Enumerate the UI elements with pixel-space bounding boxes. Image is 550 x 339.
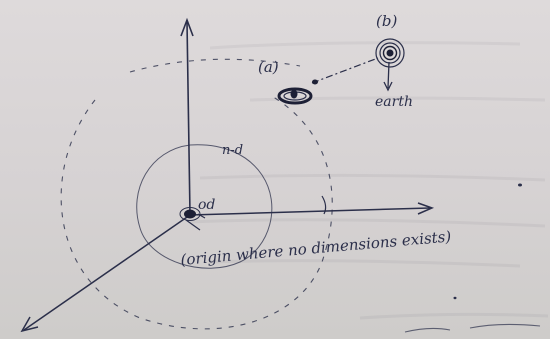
outer-dashed-circle <box>60 94 333 330</box>
label-earth: earth <box>375 94 413 110</box>
bleed-through-texture <box>189 41 549 320</box>
stray-marks <box>453 183 522 300</box>
point-a <box>277 87 313 105</box>
connector-line <box>311 57 379 84</box>
bottom-edge-scribble <box>404 323 541 333</box>
x-axis-line <box>189 207 431 216</box>
inner-circle <box>136 144 273 269</box>
connector-dot <box>312 79 318 85</box>
y-axis-line <box>186 21 191 216</box>
z-axis-line <box>23 214 191 331</box>
origin-point <box>179 207 206 231</box>
x-axis-tick <box>321 195 327 215</box>
x-axis-arrowhead <box>417 202 435 215</box>
point-b-earth <box>375 38 405 92</box>
label-origin-mark: od <box>198 197 215 213</box>
z-axis-arrowhead <box>20 316 39 333</box>
label-point-b: (b) <box>376 12 397 30</box>
label-nd: n-d <box>222 143 243 158</box>
label-point-a: (a) <box>258 58 279 76</box>
y-axis-arrowhead <box>180 17 194 37</box>
